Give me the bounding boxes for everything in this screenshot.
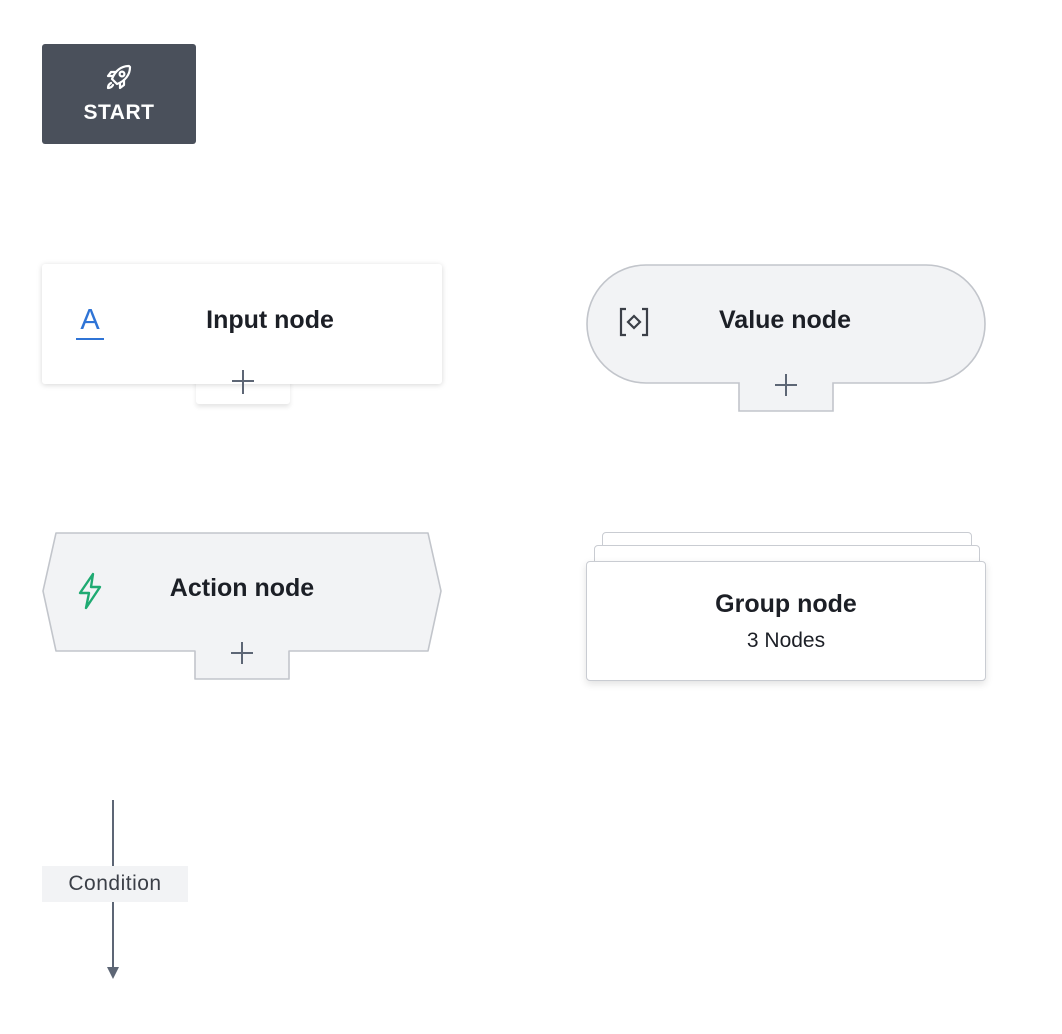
action-node-title: Action node	[169, 574, 315, 602]
rocket-icon	[106, 64, 132, 90]
action-node-shape	[42, 532, 442, 680]
value-node-shape	[586, 264, 986, 412]
plus-icon	[774, 373, 798, 397]
input-node-tab-join	[196, 356, 290, 378]
lightning-icon	[78, 572, 102, 610]
action-node[interactable]	[42, 532, 444, 682]
value-node-add-button[interactable]	[739, 370, 833, 400]
value-node[interactable]	[586, 264, 988, 414]
bracket-diamond-icon	[619, 307, 649, 337]
plus-icon	[231, 369, 255, 393]
action-node-add-button[interactable]	[195, 638, 289, 668]
start-node[interactable]: START	[42, 44, 196, 144]
value-node-title: Value node	[719, 306, 851, 334]
text-input-icon: A	[70, 302, 110, 342]
start-label: START	[83, 101, 155, 124]
group-node-title: Group node	[715, 589, 857, 618]
input-node-add-button-overlay[interactable]	[196, 366, 290, 396]
input-node-title: Input node	[206, 306, 334, 334]
condition-label[interactable]: Condition	[42, 866, 188, 902]
group-node[interactable]: Group node 3 Nodes	[586, 561, 986, 681]
plus-icon	[230, 641, 254, 665]
group-node-count: 3 Nodes	[746, 628, 826, 652]
arrow-down-icon	[107, 967, 119, 979]
